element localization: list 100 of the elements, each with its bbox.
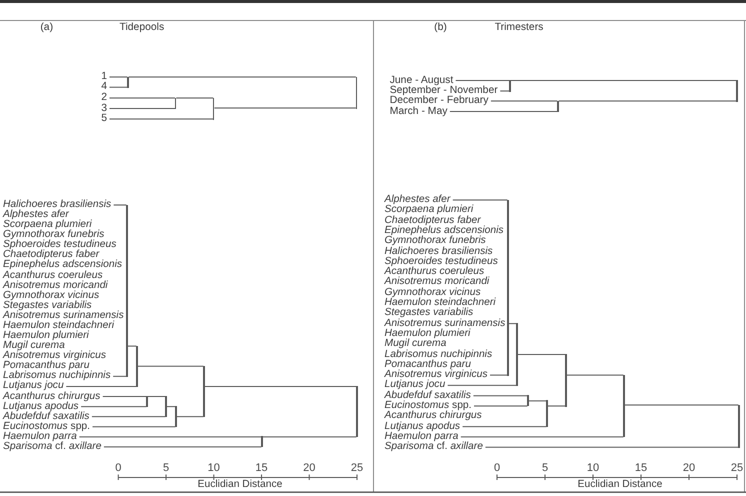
species-name: Alphestes afer <box>3 210 69 220</box>
leaf-label: 4 <box>101 82 107 92</box>
species-name: Acanthurus coeruleus <box>384 267 484 278</box>
species-name: Epinephelus adscensionis <box>384 226 504 236</box>
species-name: Anisotremus virginicus <box>384 370 488 380</box>
tick-label: 20 <box>303 462 316 474</box>
dendrogram-branch <box>484 446 739 448</box>
species-name: Chaetodipterus faber <box>384 216 481 226</box>
species-name: Halichoeres brasiliensis <box>3 200 112 210</box>
dendrogram-branch <box>109 76 128 78</box>
axis-title: Euclidian Distance <box>198 480 282 491</box>
dendrogram-branch <box>462 426 547 428</box>
species-name: Lutjanus jocu <box>3 381 64 392</box>
species-name: Scorpaena plumieri <box>3 220 92 230</box>
tick-label: 10 <box>586 462 600 474</box>
junction-line <box>557 100 559 112</box>
species-name: Scorpaena plumieri <box>384 205 474 216</box>
dendrogram-branch <box>508 323 517 324</box>
leaf-label: June - August <box>390 76 454 86</box>
dendrogram-branch <box>447 384 517 386</box>
junction-line <box>127 76 129 88</box>
dendrogram-branch <box>517 354 566 355</box>
species-name: Sparisoma cf. axillare <box>384 442 483 452</box>
species-name: Mugil curema <box>3 341 65 352</box>
species-name: Sparisoma cf. axillare <box>3 442 102 452</box>
junction-line <box>356 386 358 438</box>
dendrogram-branch <box>113 204 127 206</box>
tick-label: 25 <box>730 462 744 474</box>
dendrogram-branch <box>558 100 737 102</box>
dendrogram-branch <box>166 406 176 408</box>
junction-line <box>175 406 177 428</box>
species-name: Haemulon steindachneri <box>3 320 114 331</box>
junction-line <box>203 366 205 418</box>
species-name: Eucinostomus spp. <box>3 422 90 432</box>
species-name: Gymnothorax vicinus <box>3 290 100 301</box>
dendrogram-branch <box>490 100 558 102</box>
panel-letter: (b) <box>434 22 447 34</box>
junction-line <box>126 204 128 377</box>
leaf-label: 5 <box>101 114 107 124</box>
species-name: Epinephelus adscensionis <box>3 260 122 270</box>
dendrogram-branch <box>127 346 137 347</box>
species-name: Haemulon parra <box>384 432 458 442</box>
species-name: Pomacanthus paru <box>3 361 90 372</box>
species-name: Acanthurus coeruleus <box>3 270 103 281</box>
species-name: Stegastes variabilis <box>3 300 92 311</box>
junction-line <box>509 80 511 92</box>
junction-line <box>527 395 529 406</box>
leaf-label: March - May <box>390 106 448 116</box>
species-name: Gymnothorax funebris <box>3 230 104 240</box>
species-name: Anisotremus moricandi <box>3 280 108 291</box>
species-name: Lutjanus apodus <box>384 422 460 432</box>
species-name: Haemulon steindachneri <box>384 298 496 308</box>
dendrogram-branch <box>510 80 737 81</box>
dendrogram-branch <box>147 396 166 398</box>
dendrogram-branch <box>66 386 137 387</box>
leaf-label: 1 <box>101 72 107 82</box>
dendrogram-branch <box>528 400 547 402</box>
species-name: Abudefduf saxatilis <box>384 390 471 401</box>
species-name: Lutjanus apodus <box>3 402 79 412</box>
dendrogram-branch <box>112 376 127 377</box>
species-name: Stegastes variabilis <box>384 308 474 318</box>
species-name: Gymnothorax funebris <box>384 236 486 246</box>
dendrogram-branch <box>262 436 357 438</box>
species-name: Haemulon plumieri <box>3 331 89 342</box>
species-name: Abudefduf saxatilis <box>3 412 90 422</box>
tick-label: 5 <box>162 462 170 474</box>
species-name: Halichoeres brasiliensis <box>384 246 493 256</box>
panel-title: Trimesters <box>494 22 544 34</box>
dendrogram-branch <box>176 416 204 418</box>
tick-label: 5 <box>542 462 548 474</box>
tick-label: 10 <box>208 462 220 474</box>
junction-line <box>165 396 167 418</box>
species-name: Eucinostomus spp. <box>384 401 472 411</box>
junction-line <box>146 396 148 408</box>
dendrogram-branch <box>137 366 204 367</box>
tick-label: 15 <box>634 462 648 474</box>
dendrogram-branch <box>455 80 510 81</box>
species-name: Chaetodipterus faber <box>3 250 100 260</box>
junction-line <box>356 76 358 108</box>
junction-line <box>136 346 138 387</box>
leaf-label: December - February <box>390 96 488 106</box>
dendrogram-branch <box>472 395 528 396</box>
panel-letter: (a) <box>40 22 54 34</box>
dendrogram-branch <box>500 90 510 92</box>
leaf-label: 2 <box>101 93 107 103</box>
junction-line <box>261 436 263 448</box>
dendrogram-branch <box>102 396 147 398</box>
junction-line <box>565 354 567 406</box>
species-name: Mugil curema <box>384 339 446 350</box>
species-name: Haemulon plumieri <box>384 328 470 339</box>
dendrogram-branch <box>490 374 508 376</box>
species-name: Lutjanus jocu <box>384 380 446 390</box>
dendrogram-branch <box>103 446 262 448</box>
species-name: Anisotremus moricandi <box>384 277 490 288</box>
junction-line <box>736 80 738 102</box>
species-name: Haemulon parra <box>3 432 77 442</box>
species-name: Anisotremus surinamensis <box>384 318 506 329</box>
species-name: Sphoeroides testudineus <box>384 256 498 267</box>
species-name: Sphoeroides testudineus <box>3 240 116 250</box>
species-name: Acanthurus chirurgus <box>384 411 482 422</box>
